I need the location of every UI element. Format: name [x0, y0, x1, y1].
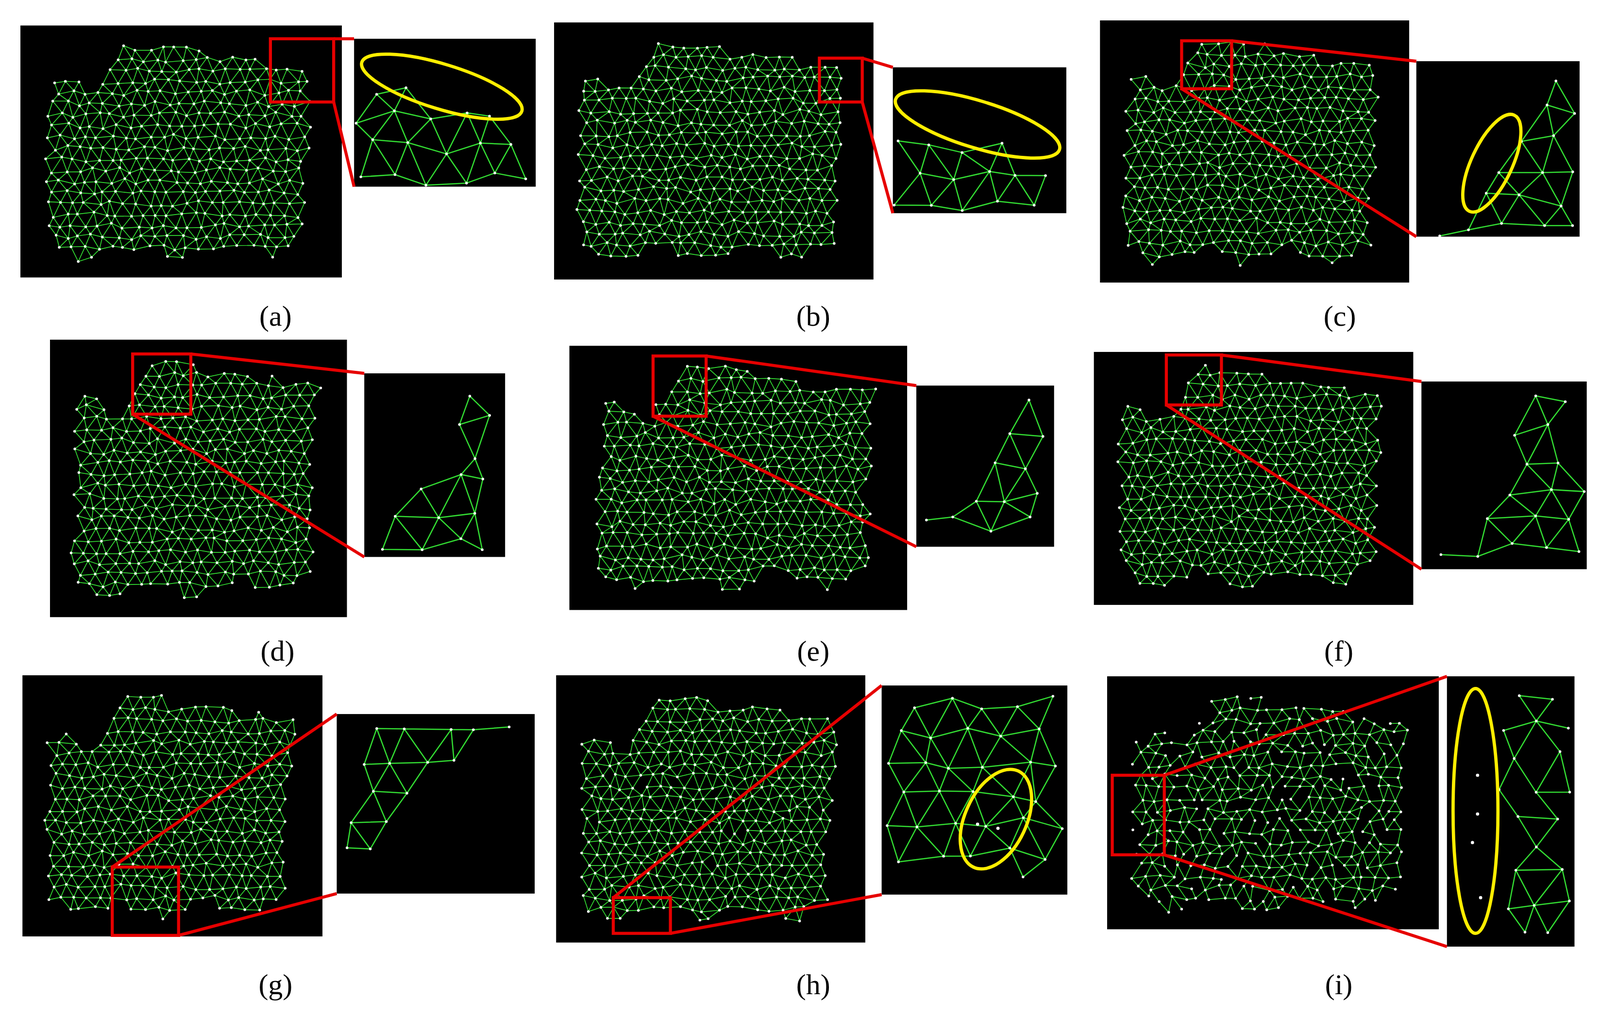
mesh-nodes [885, 694, 1064, 879]
highlight-ellipse [945, 758, 1047, 881]
zoom-leader [132, 353, 365, 557]
mesh-nodes [1497, 694, 1571, 935]
mesh-nodes [381, 394, 491, 552]
mesh-nodes [1438, 79, 1576, 238]
mesh-panel [22, 675, 323, 937]
zoom-leader [1166, 354, 1422, 570]
mesh-edges [355, 87, 526, 186]
mesh-nodes [925, 398, 1045, 533]
mesh-panel [569, 345, 908, 610]
mesh-edges [595, 366, 876, 590]
isolated-node [1470, 841, 1475, 845]
mesh-nodes [1121, 40, 1380, 268]
mesh-edges [1131, 696, 1408, 913]
mesh-nodes [345, 725, 511, 851]
mesh-nodes [892, 139, 1047, 212]
mesh-edges [382, 396, 490, 551]
panel-label: (a) [259, 300, 292, 333]
zoom-leader [653, 355, 917, 547]
isolated-node [1479, 896, 1483, 900]
zoom-box [112, 867, 179, 936]
mesh-edges [581, 697, 837, 922]
mesh-panel [20, 25, 342, 278]
panel-label: (b) [796, 300, 831, 333]
mesh-edges [347, 727, 510, 850]
highlight-ellipse [1452, 688, 1498, 934]
panel-label: (g) [258, 968, 293, 1001]
zoom-leader [333, 38, 354, 187]
mesh-panel [50, 339, 348, 618]
zoom-inset [364, 373, 506, 557]
mesh-nodes [1439, 394, 1586, 558]
isolated-node [1475, 774, 1480, 778]
isolated-node [996, 826, 1000, 831]
mesh-nodes [354, 86, 528, 187]
mesh-nodes [43, 694, 297, 921]
mesh-panel [1094, 352, 1414, 606]
zoom-inset [1421, 381, 1587, 570]
mesh-edges [893, 140, 1046, 211]
zoom-box [613, 897, 671, 934]
zoom-box [1181, 40, 1232, 89]
highlight-ellipse [1450, 106, 1533, 220]
mesh-edges [1498, 695, 1570, 933]
mesh-edges [1440, 396, 1584, 557]
mesh-edges [887, 696, 1063, 877]
isolated-node [976, 822, 980, 826]
mesh-panel [555, 675, 866, 944]
panel-label: (e) [797, 635, 830, 668]
zoom-inset [336, 714, 535, 894]
mesh-edges [70, 361, 321, 598]
highlight-ellipse [355, 40, 529, 133]
mesh-edges [926, 400, 1044, 532]
zoom-inset [881, 685, 1068, 895]
panel-label: (d) [260, 635, 295, 668]
zoom-inset [1416, 61, 1580, 237]
zoom-leader [1181, 40, 1416, 237]
panel-label: (i) [1325, 968, 1353, 1001]
highlight-ellipse [888, 77, 1067, 173]
mesh-edges [44, 695, 295, 920]
zoom-box [653, 355, 707, 417]
panel-label: (c) [1323, 300, 1357, 333]
zoom-box [270, 38, 334, 102]
mesh-nodes [69, 360, 322, 600]
zoom-leader [862, 58, 893, 214]
mesh-nodes [594, 364, 877, 591]
isolated-node [1475, 812, 1480, 816]
panel-label: (h) [796, 968, 831, 1001]
mesh-nodes [575, 42, 843, 259]
mesh-nodes [1130, 695, 1409, 914]
mesh-nodes [1116, 364, 1383, 589]
mesh-panel [1099, 20, 1410, 283]
zoom-inset [353, 38, 536, 187]
zoom-box [819, 58, 862, 102]
zoom-inset [916, 385, 1055, 547]
zoom-inset [1447, 676, 1575, 947]
panel-label: (f) [1324, 635, 1354, 668]
zoom-leader [112, 714, 337, 936]
zoom-box [1112, 775, 1165, 856]
mesh-edges [576, 43, 842, 258]
zoom-leader [613, 685, 882, 934]
mesh-nodes [580, 696, 838, 923]
zoom-box [1166, 354, 1222, 405]
zoom-box [132, 353, 191, 415]
mesh-panel [554, 22, 874, 280]
zoom-leader [1164, 676, 1448, 947]
mesh-edges [1439, 81, 1575, 236]
